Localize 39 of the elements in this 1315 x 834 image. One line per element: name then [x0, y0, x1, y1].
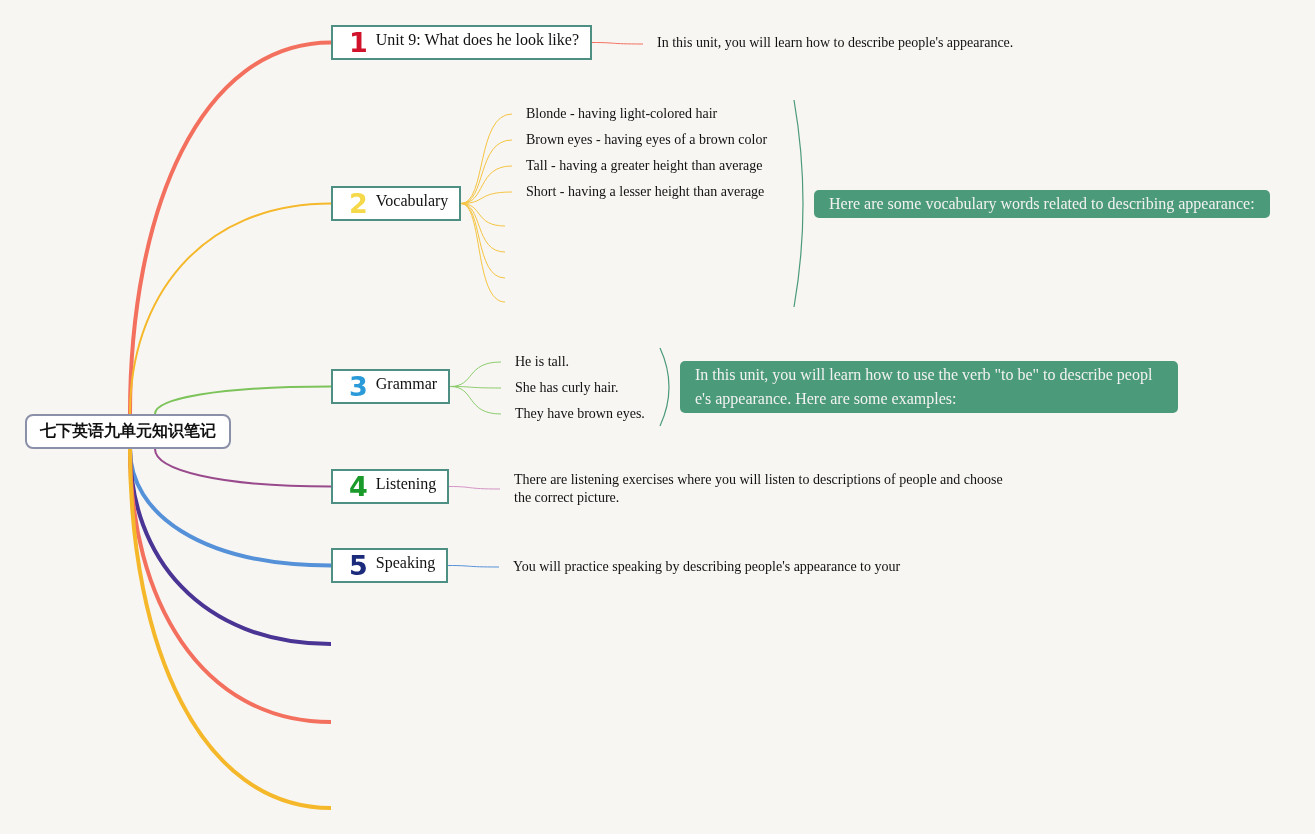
central-topic-box: 七下英语九单元知识笔记: [25, 414, 231, 449]
topic-label: Unit 9: What does he look like?: [375, 30, 579, 49]
topic-box: [331, 469, 449, 504]
note-text: Brown eyes - having eyes of a brown color: [512, 131, 812, 149]
note-text: Blonde - having light-colored hair: [512, 105, 812, 123]
note-text: They have brown eyes.: [501, 405, 661, 423]
note-text: She has curly hair.: [501, 379, 661, 397]
branch-line: [128, 448, 332, 810]
number-label: 2: [349, 190, 368, 217]
topic-label: Listening: [375, 474, 437, 493]
summary-box: Here are some vocabulary words related to describing appearance:: [814, 190, 1270, 218]
note-text: Short - having a lesser height than average: [512, 183, 812, 201]
topic-label: Grammar: [375, 374, 438, 393]
summary-box: In this unit, you will learn how to use the verb "to be" to describe people's appearance. Here are some examples:: [680, 361, 1178, 413]
branch-line: [447, 565, 500, 568]
branch-line: [128, 40, 332, 415]
topic-box: [331, 369, 450, 404]
number-label: 1: [349, 29, 368, 56]
note-text: You will practice speaking by describing people's appearance to your: [499, 558, 919, 576]
branch-line: [460, 203, 506, 303]
topic-box: [331, 25, 592, 60]
branch-line: [154, 385, 332, 415]
topic-label: Speaking: [375, 553, 436, 572]
note-text: Tall - having a greater height than average: [512, 157, 812, 175]
branch-line: [154, 448, 332, 488]
topic-label: Vocabulary: [375, 191, 449, 210]
number-label: 3: [349, 373, 368, 400]
branch-line: [460, 139, 513, 204]
branch-line: [591, 42, 644, 45]
note-text: He is tall.: [501, 353, 661, 371]
branch-line: [129, 202, 332, 415]
note-text: There are listening exercises where you will listen to descriptions of people and choose the correct picture.: [500, 471, 1020, 507]
note-text: In this unit, you will learn how to describe people's appearance.: [643, 34, 1063, 54]
number-label: 4: [349, 473, 368, 500]
branch-line: [449, 386, 502, 415]
topic-box: [331, 186, 461, 221]
number-label: 5: [349, 552, 368, 579]
branch-line: [448, 486, 501, 490]
topic-box: [331, 548, 448, 583]
